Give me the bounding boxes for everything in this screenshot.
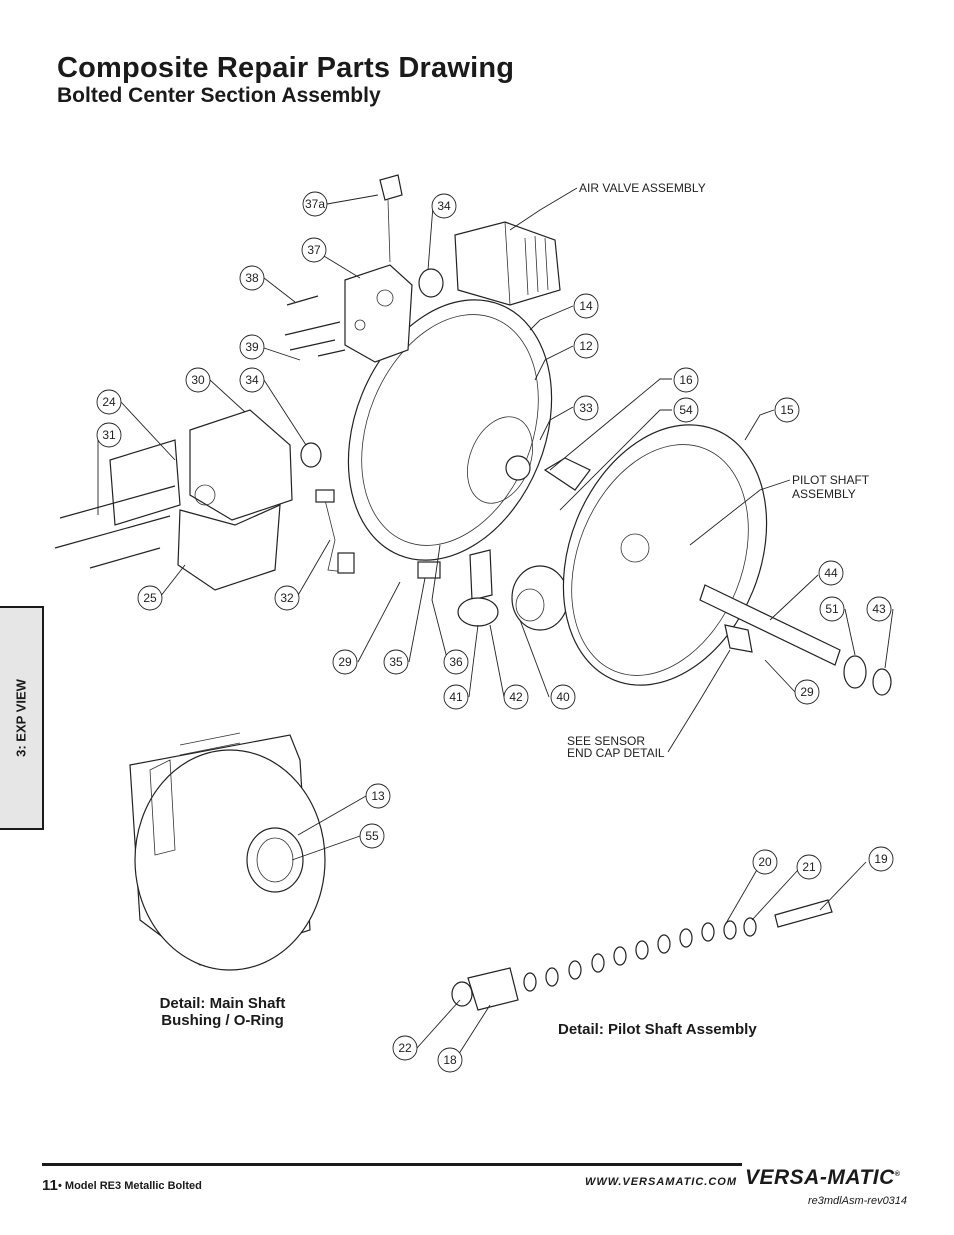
svg-text:14: 14	[579, 299, 593, 313]
svg-text:38: 38	[245, 271, 259, 285]
callout-15: 15	[774, 397, 800, 423]
svg-text:51: 51	[825, 602, 839, 616]
callout-16: 16	[673, 367, 699, 393]
callout-38: 38	[239, 265, 265, 291]
svg-text:40: 40	[556, 690, 570, 704]
footer-rule	[42, 1163, 742, 1166]
callout-44: 44	[818, 560, 844, 586]
svg-text:42: 42	[509, 690, 523, 704]
website-link[interactable]: WWW.VERSAMATIC.COM	[585, 1176, 738, 1188]
callout-32: 32	[274, 585, 300, 611]
callout-20: 20	[752, 849, 778, 875]
callout-41: 41	[443, 684, 469, 710]
model-name: • Model RE3 Metallic Bolted	[58, 1180, 202, 1192]
callout-54: 54	[673, 397, 699, 423]
svg-text:20: 20	[758, 855, 772, 869]
svg-text:35: 35	[389, 655, 403, 669]
callout-21: 21	[796, 854, 822, 880]
svg-text:39: 39	[245, 340, 259, 354]
pilot-valve-block	[284, 174, 444, 363]
svg-text:29: 29	[800, 685, 814, 699]
svg-text:34: 34	[245, 373, 259, 387]
sensor-label-line2: END CAP DETAIL	[567, 746, 665, 760]
svg-text:36: 36	[449, 655, 463, 669]
svg-text:34: 34	[437, 199, 451, 213]
svg-text:19: 19	[874, 852, 888, 866]
fittings-group	[417, 549, 569, 631]
callout-34-left: 34	[239, 367, 265, 393]
callout-33: 33	[573, 395, 599, 421]
callout-24: 24	[96, 389, 122, 415]
callout-36: 36	[443, 649, 469, 675]
callout-18: 18	[437, 1047, 463, 1073]
svg-text:32: 32	[280, 591, 294, 605]
svg-text:24: 24	[102, 395, 116, 409]
svg-text:12: 12	[579, 339, 593, 353]
svg-text:37: 37	[307, 243, 321, 257]
brand-logo: VERSA-MATIC®	[745, 1166, 901, 1189]
pilot-shaft-label-line1: PILOT SHAFT	[792, 473, 870, 487]
brand-name: VERSA-MATIC	[745, 1166, 895, 1189]
callout-35: 35	[383, 649, 409, 675]
callout-39: 39	[239, 334, 265, 360]
svg-text:37a: 37a	[305, 197, 325, 211]
svg-text:18: 18	[443, 1053, 457, 1067]
svg-text:44: 44	[824, 566, 838, 580]
document-code: re3mdlAsm-rev0314	[808, 1195, 908, 1207]
callout-43: 43	[866, 596, 892, 622]
svg-text:41: 41	[449, 690, 463, 704]
callout-25: 25	[137, 585, 163, 611]
svg-text:15: 15	[780, 403, 794, 417]
svg-text:33: 33	[579, 401, 593, 415]
page-number: 11	[42, 1177, 58, 1194]
end-plate	[543, 424, 768, 686]
callout-29-left: 29	[332, 649, 358, 675]
callout-14: 14	[573, 293, 599, 319]
callout-37a: 37a	[302, 191, 328, 217]
sensor-housing	[54, 409, 355, 591]
pilot-shaft-label-line2: ASSEMBLY	[792, 487, 856, 501]
svg-text:30: 30	[191, 373, 205, 387]
detail-main-shaft-caption: Detail: Main Shaft Bushing / O-Ring	[159, 995, 286, 1029]
section-tab[interactable]: 3: EXP VIEW	[0, 606, 44, 830]
callout-13: 13	[365, 783, 391, 809]
svg-text:25: 25	[143, 591, 157, 605]
page-title: Composite Repair Parts Drawing	[57, 52, 515, 84]
svg-text:55: 55	[365, 829, 379, 843]
svg-text:21: 21	[802, 860, 816, 874]
detail-main-shaft	[129, 732, 367, 971]
svg-text:13: 13	[371, 789, 385, 803]
svg-text:43: 43	[872, 602, 886, 616]
svg-text:54: 54	[679, 403, 693, 417]
callout-29-right: 29	[794, 679, 820, 705]
detail-pilot-shaft-caption: Detail: Pilot Shaft Assembly	[558, 1021, 757, 1038]
sensor-label-line1: SEE SENSOR	[567, 734, 645, 748]
center-section-housing	[347, 299, 553, 561]
svg-text:31: 31	[102, 428, 116, 442]
svg-text:22: 22	[398, 1041, 412, 1055]
callout-31: 31	[96, 422, 122, 448]
air-valve-label: AIR VALVE ASSEMBLY	[579, 181, 706, 195]
callout-37: 37	[301, 237, 327, 263]
callout-42: 42	[503, 684, 529, 710]
callout-34-top: 34	[431, 193, 457, 219]
callout-51: 51	[819, 596, 845, 622]
page-subtitle: Bolted Center Section Assembly	[57, 84, 381, 107]
detail-pilot-shaft	[416, 861, 867, 1061]
callout-19: 19	[868, 846, 894, 872]
callout-22: 22	[392, 1035, 418, 1061]
air-valve-assembly	[454, 221, 561, 306]
leader-lines	[97, 187, 894, 753]
callout-40: 40	[550, 684, 576, 710]
callout-30: 30	[185, 367, 211, 393]
svg-text:29: 29	[338, 655, 352, 669]
callout-55: 55	[359, 823, 385, 849]
main-shaft	[699, 584, 892, 696]
callout-12: 12	[573, 333, 599, 359]
svg-text:16: 16	[679, 373, 693, 387]
